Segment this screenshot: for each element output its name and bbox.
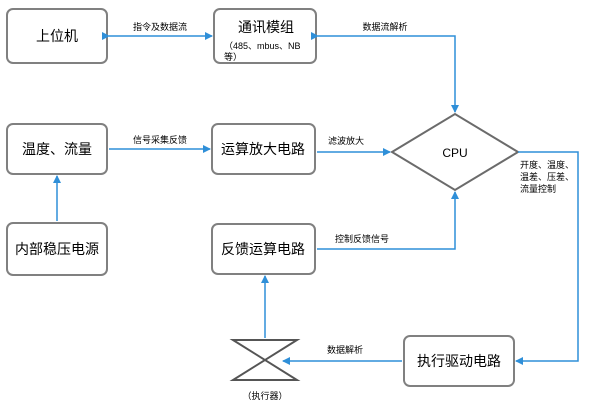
temp-flow-label: 温度、流量 bbox=[22, 141, 92, 157]
cpu-label: CPU bbox=[442, 146, 467, 160]
arrow-cpu-comm bbox=[311, 32, 459, 113]
edge-label-cpu-out-2: 温差、压差、 bbox=[520, 171, 574, 182]
amp-box bbox=[211, 123, 316, 175]
edge-label-cpu-out-1: 开度、温度、 bbox=[520, 159, 574, 170]
actuator-label: （执行器） bbox=[242, 390, 287, 401]
comm-sublabel-1: （485、mbus、NB bbox=[224, 41, 301, 51]
comm-sublabel-2: 等） bbox=[224, 51, 242, 62]
arrow-cpu-driver bbox=[515, 151, 579, 365]
edge-label-control-fb: 控制反馈信号 bbox=[335, 233, 389, 244]
feedback-box bbox=[211, 223, 316, 275]
host-label: 上位机 bbox=[36, 28, 78, 44]
edge-label-cpu-comm: 数据流解析 bbox=[362, 21, 407, 32]
edge-label-host-comm: 指令及数据流 bbox=[133, 21, 187, 32]
edge-label-cpu-out-3: 流量控制 bbox=[520, 183, 556, 194]
driver-box bbox=[403, 335, 515, 387]
power-label: 内部稳压电源 bbox=[15, 241, 99, 257]
arrow-feedback-cpu bbox=[317, 191, 459, 250]
actuator-icon bbox=[229, 339, 301, 381]
driver-label: 执行驱动电路 bbox=[417, 353, 501, 369]
power-box bbox=[6, 222, 108, 276]
feedback-label: 反馈运算电路 bbox=[221, 241, 305, 257]
temp-flow-box bbox=[6, 123, 108, 175]
edge-label-filter: 滤波放大 bbox=[328, 135, 364, 146]
edge-label-signal: 信号采集反馈 bbox=[133, 134, 187, 145]
comm-label: 通讯模组 bbox=[238, 19, 294, 35]
amp-label: 运算放大电路 bbox=[221, 141, 305, 157]
edge-label-driver-actuator: 数据解析 bbox=[327, 344, 363, 355]
